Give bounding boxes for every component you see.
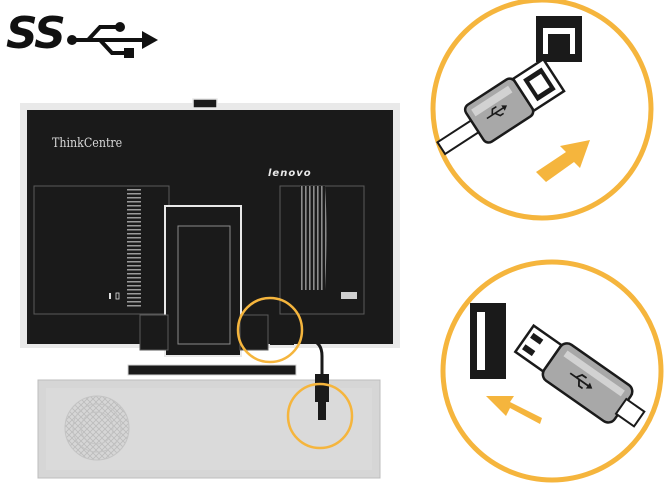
usb-cable xyxy=(270,334,329,420)
usb-trident-icon xyxy=(67,22,158,58)
lenovo-brand-label: lenovo xyxy=(268,168,312,179)
usb-b-port-highlight xyxy=(236,296,304,364)
all-in-one-monitor-back xyxy=(20,98,400,376)
insert-arrow-icon xyxy=(536,140,590,182)
callout-usb-type-b xyxy=(430,0,654,221)
usb-trident-icon xyxy=(569,372,593,390)
superspeed-usb-logo: SS xyxy=(6,8,166,64)
usb-a-port-highlight xyxy=(286,382,354,450)
usb-type-a-plug xyxy=(513,323,646,428)
insert-arrow-icon xyxy=(486,396,542,424)
ss-logo-text: SS xyxy=(6,8,66,59)
callout-usb-type-a xyxy=(440,259,664,483)
usb-trident-icon xyxy=(486,105,508,120)
usb-type-b-port-icon xyxy=(536,16,582,62)
thinkcentre-brand-label: ThinkCentre xyxy=(52,136,123,151)
usb-type-b-plug xyxy=(436,57,566,156)
usb-type-a-port-icon xyxy=(470,303,506,379)
